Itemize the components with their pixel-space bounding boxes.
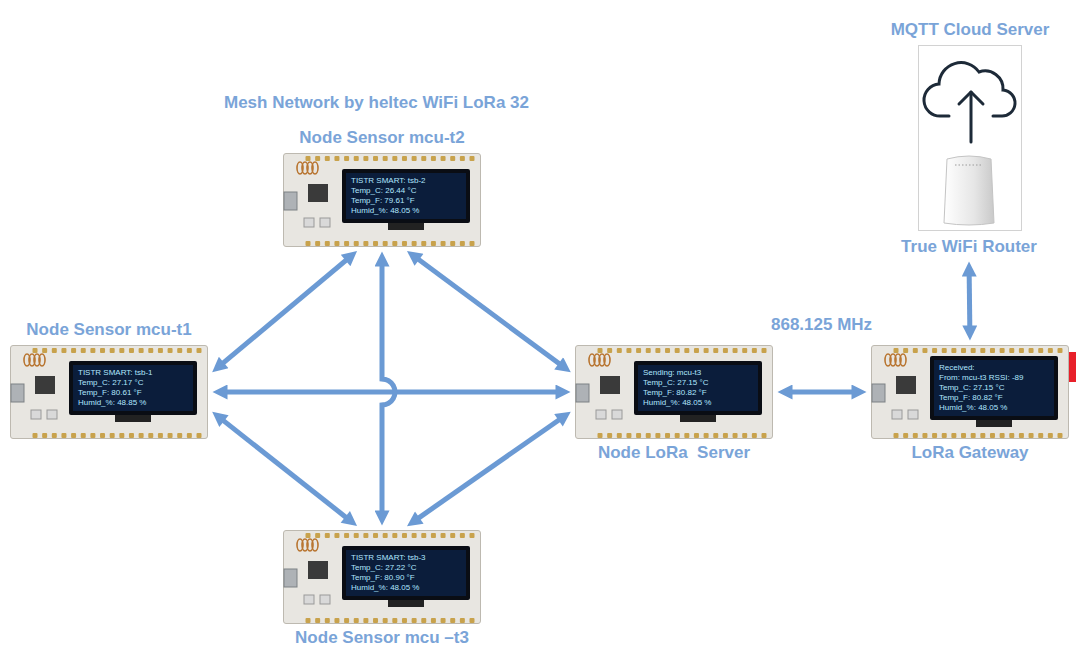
oled-display: Received:From: mcu-t3 RSSI: -89Temp_C: 2… <box>930 356 1058 420</box>
lora-board: Node Sensor mcu –t3TISTR SMART: tsb-3Tem… <box>283 530 481 624</box>
mesh-link <box>785 390 859 395</box>
oled-text: Humid_%: 48.05 % <box>351 206 419 216</box>
lora-board: Node LoRa ServerSending: mcu-t3Temp_C: 2… <box>575 345 773 439</box>
lora-board: LoRa GatewayReceived:From: mcu-t3 RSSI: … <box>871 345 1069 439</box>
cloud-server-box: True WiFi RouterMQTT Cloud Server <box>918 45 1022 231</box>
mesh-link <box>220 390 563 395</box>
lora-board: Node Sensor mcu-t2TISTR SMART: tsb-2Temp… <box>283 153 481 247</box>
oled-text: Temp_C: 27.15 °C <box>643 378 708 388</box>
oled-text: Humid_%: 48.85 % <box>78 398 146 408</box>
oled-text: Temp_F: 80.82 °F <box>939 393 1003 403</box>
oled-text: Temp_C: 27.22 °C <box>351 563 416 573</box>
oled-screen: TISTR SMART: tsb-1Temp_C: 27.17 °CTemp_F… <box>73 365 193 411</box>
oled-text: Humid_%: 48.05 % <box>643 398 711 408</box>
oled-display: TISTR SMART: tsb-3Temp_C: 27.22 °CTemp_F… <box>342 546 470 600</box>
wifi-router: True WiFi Router <box>937 151 1001 227</box>
mesh-link <box>967 269 973 333</box>
router-picture <box>937 151 1001 227</box>
oled-text: Temp_C: 27.15 °C <box>939 383 1004 393</box>
lora-board: Node Sensor mcu-t1TISTR SMART: tsb-1Temp… <box>10 345 208 439</box>
oled-text: Temp_F: 79.61 °F <box>351 196 415 206</box>
oled-screen: Received:From: mcu-t3 RSSI: -89Temp_C: 2… <box>934 360 1054 416</box>
oled-display: Sending: mcu-t3Temp_C: 27.15 °CTemp_F: 8… <box>634 361 762 415</box>
oled-text: Temp_F: 80.90 °F <box>351 573 415 583</box>
oled-text: Temp_F: 80.61 °F <box>78 388 142 398</box>
mesh-link <box>218 416 351 521</box>
oled-display: TISTR SMART: tsb-1Temp_C: 27.17 °CTemp_F… <box>69 361 197 415</box>
mesh-link <box>382 259 395 518</box>
oled-text: Temp_C: 26.44 °C <box>351 186 416 196</box>
frequency-label: 868.125 MHz <box>769 315 874 335</box>
oled-screen: Sending: mcu-t3Temp_C: 27.15 °CTemp_F: 8… <box>638 365 758 411</box>
oled-text: TISTR SMART: tsb-3 <box>351 553 426 563</box>
oled-text: Sending: mcu-t3 <box>643 368 701 378</box>
node-heading: True WiFi Router <box>901 237 1037 257</box>
oled-text: Received: <box>939 363 975 373</box>
cloud-icon <box>919 46 1023 146</box>
mesh-link <box>413 255 565 367</box>
oled-screen: TISTR SMART: tsb-2Temp_C: 26.44 °CTemp_F… <box>346 173 466 219</box>
node-heading: Node Sensor mcu –t3 <box>295 628 469 648</box>
node-heading: MQTT Cloud Server <box>891 20 1050 40</box>
oled-display: TISTR SMART: tsb-2Temp_C: 26.44 °CTemp_F… <box>342 169 470 223</box>
node-heading: Node Sensor mcu-t1 <box>26 320 191 340</box>
node-heading: Node Sensor mcu-t2 <box>299 128 464 148</box>
oled-text: Temp_F: 80.82 °F <box>643 388 707 398</box>
oled-text: Temp_C: 27.17 °C <box>78 378 143 388</box>
oled-screen: TISTR SMART: tsb-3Temp_C: 27.22 °CTemp_F… <box>346 550 466 596</box>
node-heading: Node LoRa Server <box>598 443 750 463</box>
mesh-link <box>218 256 351 368</box>
oled-text: From: mcu-t3 RSSI: -89 <box>939 373 1023 383</box>
oled-text: Humid_%: 48.05 % <box>351 583 419 593</box>
oled-text: Humid_%: 48.05 % <box>939 403 1007 413</box>
node-heading: LoRa Gateway <box>911 443 1028 463</box>
diagram-title: Mesh Network by heltec WiFi LoRa 32 <box>224 93 529 113</box>
oled-text: TISTR SMART: tsb-1 <box>78 368 153 378</box>
mesh-link <box>413 416 564 522</box>
oled-text: TISTR SMART: tsb-2 <box>351 176 426 186</box>
